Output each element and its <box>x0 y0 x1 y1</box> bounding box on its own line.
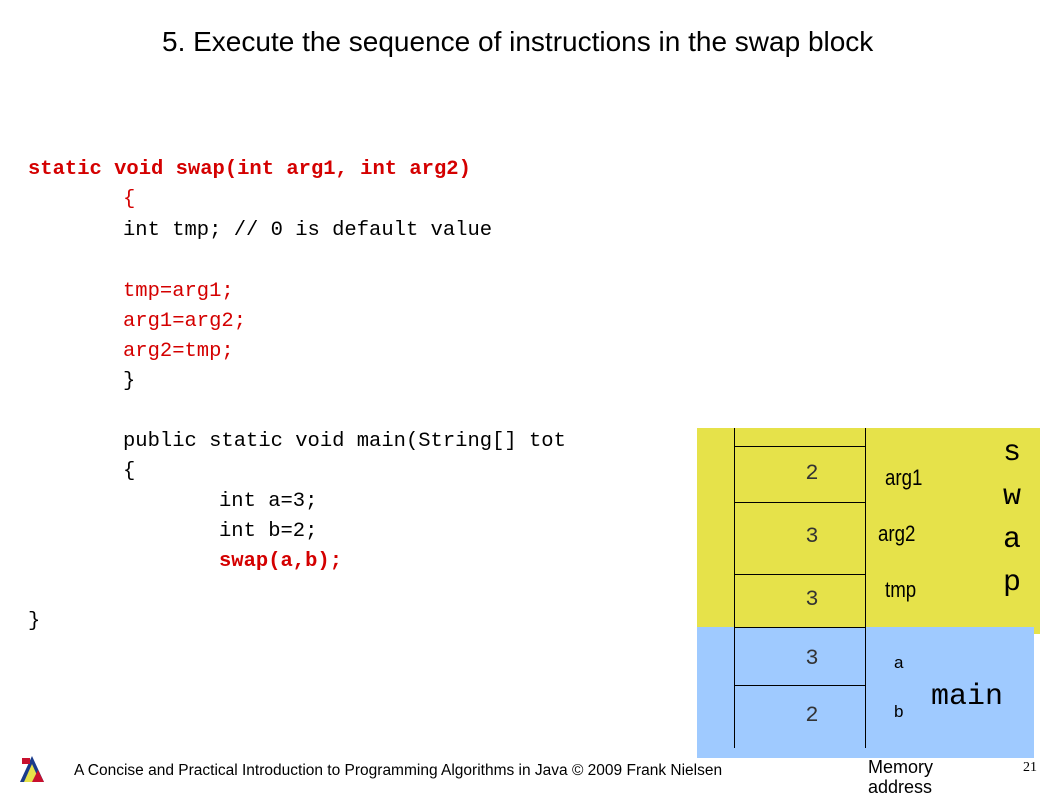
memory-cell-divider <box>734 574 866 575</box>
tmp-label: tmp <box>885 577 917 602</box>
arg1-value: 2 <box>805 461 819 486</box>
code-swap-call: swap(a,b); <box>219 550 343 573</box>
memory-address-label: Memory address <box>868 757 934 793</box>
arg2-value: 3 <box>805 524 819 549</box>
footer-text: A Concise and Practical Introduction to … <box>74 762 723 779</box>
code-class-close-brace: } <box>28 610 41 633</box>
arg1-label: arg1 <box>885 465 923 490</box>
a-value: 3 <box>805 646 819 671</box>
swap-stack-frame <box>697 428 1040 634</box>
b-value: 2 <box>805 703 819 728</box>
memory-column-left-border <box>734 428 735 748</box>
code-close-brace: } <box>123 370 136 393</box>
swap-frame-letter: p <box>1003 566 1022 600</box>
code-declare-b: int b=2; <box>219 520 318 543</box>
code-statement-arg1: arg1=arg2; <box>123 310 247 333</box>
swap-frame-letter: a <box>1003 523 1022 557</box>
code-statement-arg2: arg2=tmp; <box>123 340 234 363</box>
memory-cell-divider <box>734 502 866 503</box>
memory-cell-divider <box>734 685 866 686</box>
code-tmp-declaration: int tmp; // 0 is default value <box>123 219 493 242</box>
a-label: a <box>894 653 904 672</box>
code-statement-tmp: tmp=arg1; <box>123 280 234 303</box>
arg2-label: arg2 <box>878 521 916 546</box>
code-open-brace: { <box>123 188 136 211</box>
code-main-signature: public static void main(String[] tot <box>123 430 566 453</box>
tmp-value: 3 <box>805 587 819 612</box>
swap-frame-letter: w <box>1003 480 1022 514</box>
memory-cell-divider <box>734 446 866 447</box>
code-swap-signature: static void swap(int arg1, int arg2) <box>28 158 471 181</box>
slide-title: 5. Execute the sequence of instructions … <box>162 26 874 57</box>
swap-frame-letter: s <box>1003 436 1022 470</box>
b-label: b <box>894 702 904 721</box>
code-main-open-brace: { <box>123 460 136 483</box>
code-declare-a: int a=3; <box>219 490 318 513</box>
memory-column-right-border <box>865 428 866 748</box>
ecole-polytechnique-logo-icon <box>20 756 44 782</box>
memory-cell-divider <box>734 627 866 628</box>
main-frame-label: main <box>931 680 1004 714</box>
page-number: 21 <box>1023 760 1037 775</box>
